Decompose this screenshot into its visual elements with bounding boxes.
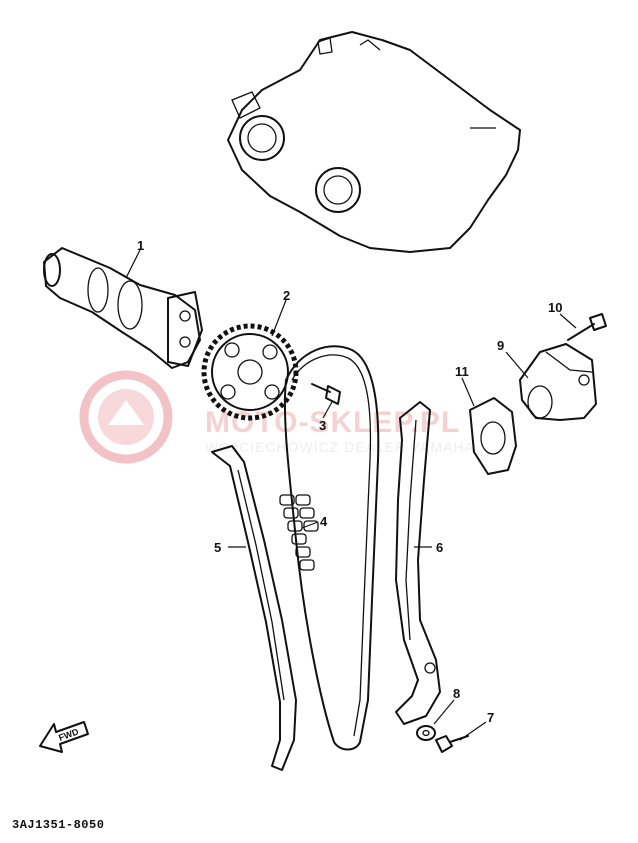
leader-lines xyxy=(125,249,577,741)
washer xyxy=(416,725,436,741)
callout-9: 9 xyxy=(497,338,504,353)
chain-links xyxy=(279,494,319,571)
camshaft xyxy=(43,247,203,369)
callout-7: 7 xyxy=(487,710,494,725)
callout-6: 6 xyxy=(436,540,443,555)
watermark-text: MOTO-SKLEP.PL xyxy=(205,406,460,439)
reference-code: 3AJ1351-8050 xyxy=(12,818,105,832)
cam-sprocket xyxy=(201,323,299,421)
callout-2: 2 xyxy=(283,288,290,303)
callout-4: 4 xyxy=(320,514,328,529)
callout-10: 10 xyxy=(548,300,562,315)
tensioner-gasket xyxy=(469,397,517,475)
watermark: MOTO-SKLEP.PL WOJCIECHOWICZ DEALER YAMAH… xyxy=(79,370,475,464)
callout-3: 3 xyxy=(319,418,326,433)
callout-11: 11 xyxy=(455,364,469,379)
callout-5: 5 xyxy=(214,540,221,555)
cylinder-head xyxy=(227,31,521,253)
watermark-logo-icon xyxy=(79,370,173,464)
callout-labels: 1 2 3 4 5 6 7 8 9 10 11 xyxy=(137,238,562,725)
timing-chain xyxy=(279,345,380,751)
callout-8: 8 xyxy=(453,686,460,701)
chain-tensioner xyxy=(519,343,597,421)
watermark-subtext: WOJCIECHOWICZ DEALER YAMAHA xyxy=(205,439,475,455)
chain-guide-left xyxy=(211,445,297,771)
tensioner-bolt xyxy=(567,313,607,341)
callout-1: 1 xyxy=(137,238,144,253)
chain-guide-right xyxy=(395,401,441,725)
sprocket-bolt xyxy=(311,383,341,405)
fwd-arrow-icon: FWD xyxy=(39,721,89,753)
